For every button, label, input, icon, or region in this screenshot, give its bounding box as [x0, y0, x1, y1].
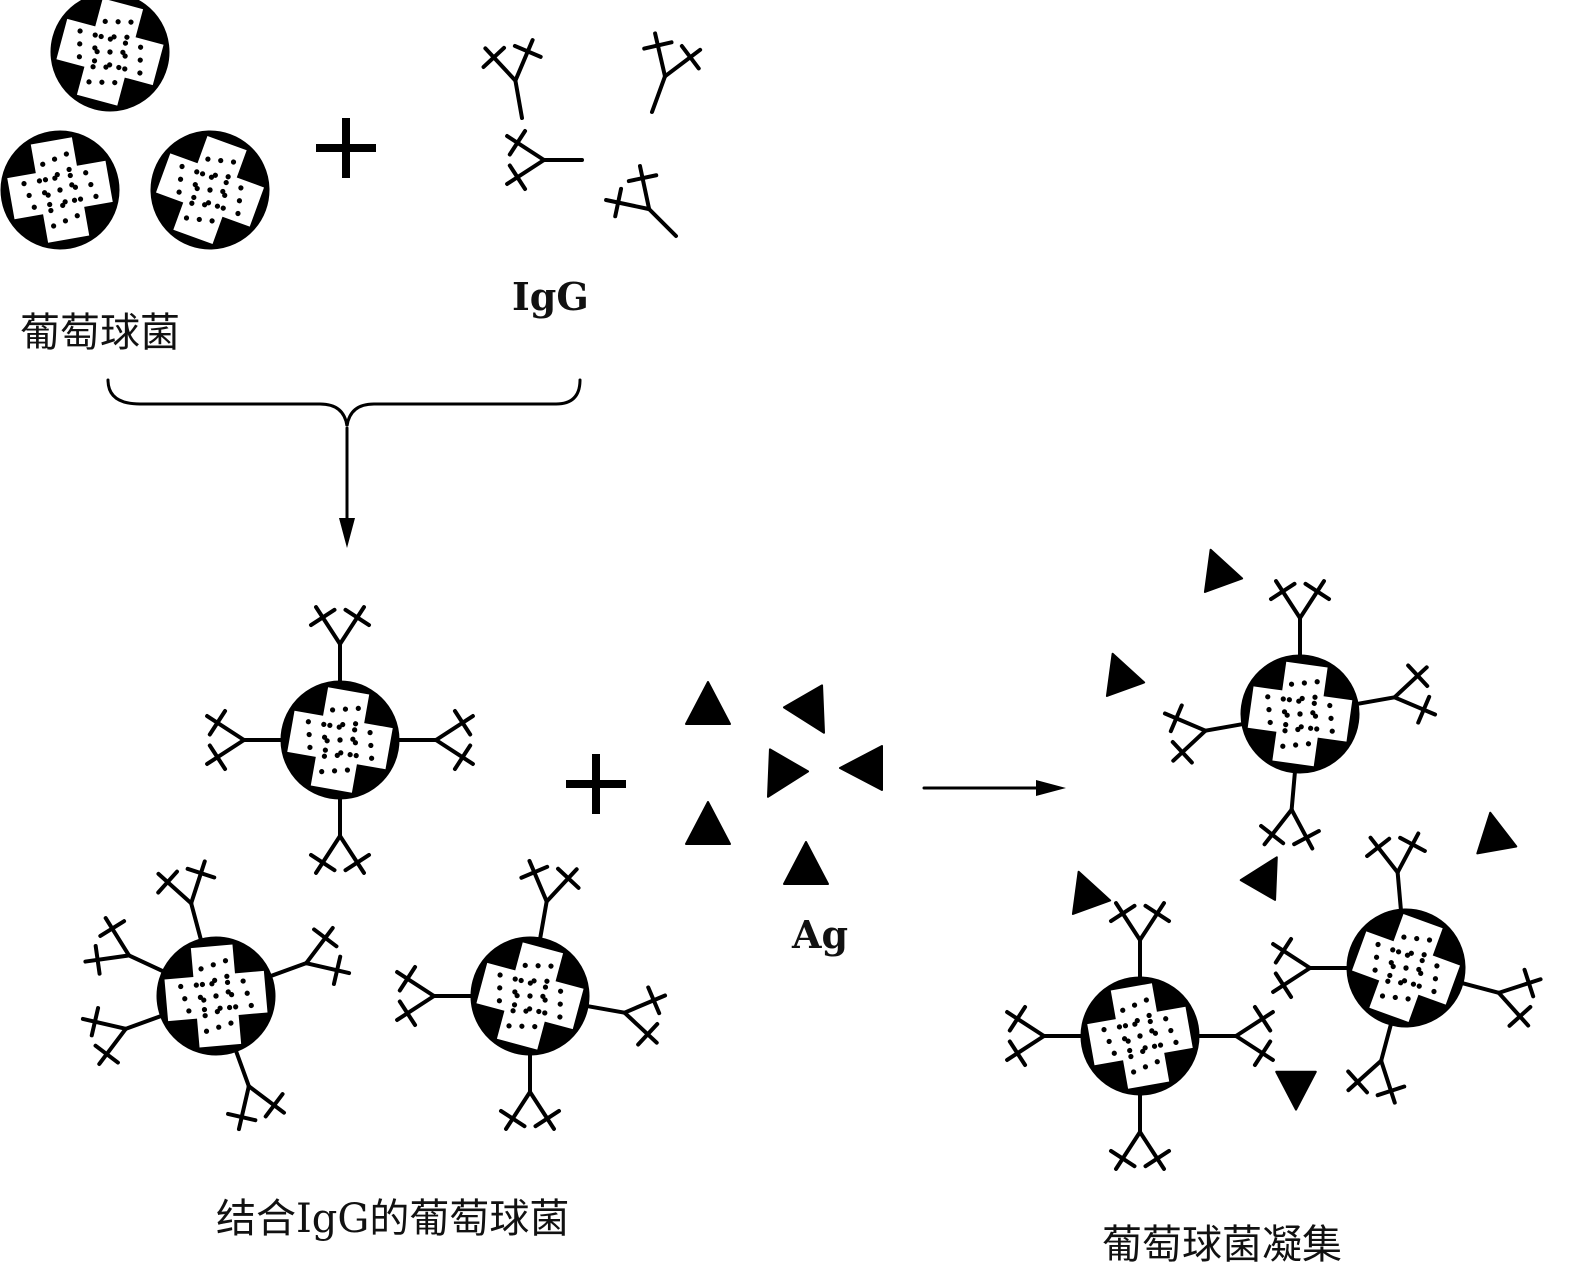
brace-icon [106, 378, 582, 427]
antigen-triangle-icon [1239, 856, 1278, 901]
antibody-icon [1109, 1092, 1171, 1171]
antibody-icon [499, 1052, 561, 1131]
bacterium-icon [470, 936, 590, 1056]
bacterium-icon [0, 130, 120, 250]
antibody-icon [1162, 703, 1245, 765]
plus-icon [566, 754, 626, 814]
antibody-icon [205, 709, 284, 771]
antigen-triangle-icon [1203, 548, 1244, 593]
antibody-icon [1196, 1005, 1275, 1067]
antibody-icon [1346, 1022, 1407, 1105]
antigen-triangle-icon [685, 681, 731, 725]
antibody-icon [642, 31, 703, 114]
antibody-icon [481, 38, 543, 120]
antibody-icon [585, 985, 668, 1047]
antibody-icon [226, 1048, 286, 1132]
antibody-icon [80, 1006, 164, 1066]
label-igg-bound-staphylococcus: 结合IgG的葡萄球菌 [216, 1196, 570, 1242]
antibody-icon [396, 709, 475, 771]
antibody-icon [1269, 579, 1331, 658]
bacterium-icon [1240, 654, 1360, 774]
antibody-icon [519, 858, 581, 941]
bacterium-icon [150, 130, 270, 250]
antigen-triangle-icon [782, 684, 825, 734]
antibody-icon [83, 916, 166, 976]
antibody-icon [309, 605, 371, 684]
antibody-icon [604, 164, 678, 238]
antibody-icon [1355, 663, 1438, 725]
antibody-icon [268, 926, 352, 986]
label-staphylococcus-agglutination: 葡萄球菌凝集 [1102, 1222, 1342, 1268]
antibody-icon [505, 129, 584, 191]
antibody-icon [1259, 769, 1321, 851]
bacterium-icon [50, 0, 170, 112]
bacterium-icon [1346, 908, 1466, 1028]
antibody-icon [309, 796, 371, 875]
antigen-triangle-icon [685, 801, 731, 845]
antigen-triangle-icon [783, 841, 829, 885]
antigen-triangle-icon [1275, 1070, 1317, 1111]
bacterium-icon [156, 936, 276, 1056]
label-antigen: Ag [792, 912, 849, 957]
label-staphylococcus: 葡萄球菌 [20, 310, 180, 356]
bacterium-icon [1080, 976, 1200, 1096]
arrow-icon [922, 780, 1066, 796]
arrow-icon [339, 426, 355, 548]
bacterium-icon [280, 680, 400, 800]
antigen-triangle-icon [1476, 811, 1518, 855]
antigen-triangle-icon [839, 745, 883, 791]
antigen-triangle-icon [1105, 652, 1146, 697]
plus-icon [316, 118, 376, 178]
antibody-icon [1109, 901, 1171, 980]
antigen-triangle-icon [767, 748, 810, 798]
antibody-icon [395, 965, 474, 1027]
antibody-icon [1365, 831, 1427, 913]
antibody-icon [1271, 937, 1350, 999]
antibody-icon [156, 859, 217, 942]
label-igg: IgG [512, 274, 589, 319]
antigen-triangle-icon [1071, 870, 1112, 915]
antibody-icon [1460, 967, 1543, 1028]
antibody-icon [1005, 1005, 1084, 1067]
